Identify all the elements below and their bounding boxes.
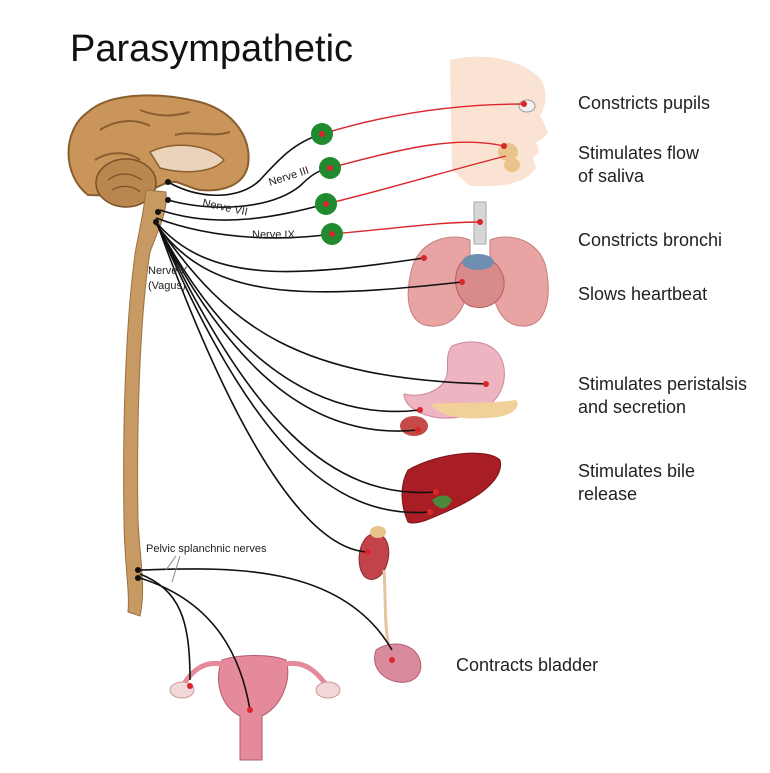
label-nerve-vii: Nerve VII: [201, 197, 248, 218]
liver-illustration: [401, 452, 502, 524]
effect-heart: Slows heartbeat: [578, 284, 708, 304]
label-nerve-x-vagus: (Vagus): [148, 280, 186, 292]
label-nerve-x: Nerve X: [148, 265, 188, 277]
effect-pupils: Constricts pupils: [578, 93, 711, 113]
nerve-endings: [187, 101, 527, 713]
effect-peristalsis: Stimulates peristalsis and secretion: [578, 374, 748, 417]
effect-bladder: Contracts bladder: [456, 655, 599, 675]
effect-saliva: Stimulates flow of saliva: [578, 143, 700, 186]
effect-bronchi: Constricts bronchi: [578, 230, 723, 250]
label-nerve-ix: Nerve IX: [252, 229, 295, 241]
preganglionic-nerves: [139, 133, 487, 711]
brain-illustration: [67, 94, 250, 208]
spinal-cord: [123, 189, 167, 617]
bladder-illustration: [374, 643, 422, 683]
ganglia: [311, 123, 343, 245]
pelvic-label-leader: [165, 555, 181, 583]
cns-origin-points: [135, 179, 171, 581]
kidney-illustration: [358, 526, 392, 651]
effect-bile: Stimulates bile release: [578, 461, 696, 504]
eye-illustration: [518, 99, 536, 113]
label-pelvic-splanchnic: Pelvic splanchnic nerves: [146, 543, 267, 555]
stomach-illustration: [400, 341, 518, 436]
postganglionic-nerves: [321, 103, 525, 235]
diagram-title: Parasympathetic: [70, 28, 354, 70]
label-nerve-iii: Nerve III: [267, 165, 310, 189]
face-illustration: [450, 56, 548, 187]
uterus-illustration: [169, 655, 341, 761]
